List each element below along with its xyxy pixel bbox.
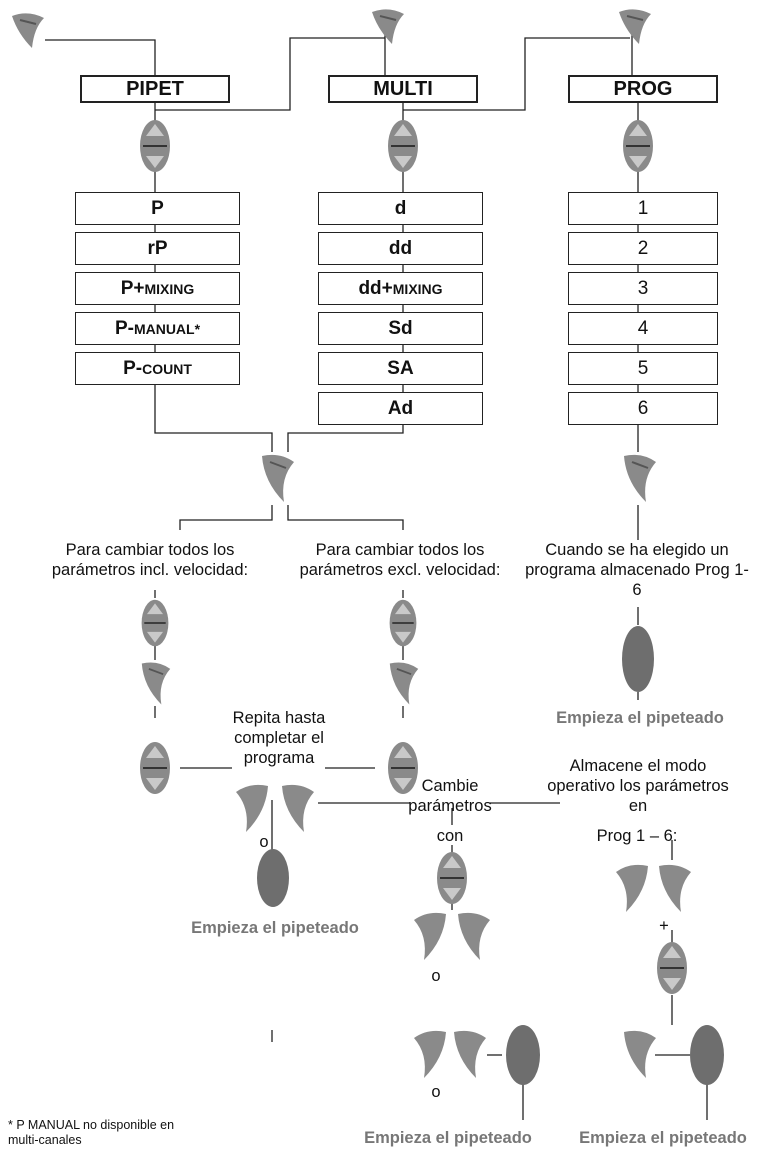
up-down-selector-icon[interactable] (138, 598, 172, 648)
select-left-wing-icon[interactable] (410, 1028, 450, 1082)
pipet-option[interactable]: rP (75, 232, 240, 265)
up-down-selector-icon[interactable] (655, 940, 689, 996)
prog-option[interactable]: 6 (568, 392, 718, 425)
multi-option[interactable]: dd (318, 232, 483, 265)
up-down-selector-icon[interactable] (386, 740, 420, 796)
enter-icon[interactable] (368, 8, 408, 48)
mode-prog: PROG (568, 75, 718, 103)
footnote: * P MANUAL no disponible en multi-canale… (8, 1118, 175, 1147)
pipet-option[interactable]: P-MANUAL* (75, 312, 240, 345)
start-button-icon[interactable] (689, 1024, 725, 1086)
enter-right-wing-icon[interactable] (454, 910, 494, 964)
mode-pipet: PIPET (80, 75, 230, 103)
stored-program-text: Cuando se ha elegido un programa almacen… (525, 541, 749, 599)
change-params-text: Cambie parámetros (408, 777, 492, 815)
enter-icon[interactable] (136, 660, 176, 708)
prog-range-text: Prog 1 – 6: (596, 827, 678, 845)
enter-icon[interactable] (615, 8, 655, 48)
enter-icon[interactable] (620, 452, 660, 506)
enter-left-wing-icon[interactable] (612, 862, 652, 916)
up-down-selector-icon[interactable] (138, 118, 172, 174)
enter-right-wing-icon[interactable] (450, 1028, 490, 1082)
start-pipetting-label: Empieza el pipeteado (191, 919, 359, 937)
change-excl-speed-text: Para cambiar todos los parámetros excl. … (299, 541, 501, 579)
up-down-selector-icon[interactable] (386, 118, 420, 174)
store-mode-text: Almacene el modo operativo los parámetro… (547, 757, 729, 815)
multi-option[interactable]: Sd (318, 312, 483, 345)
prog-option[interactable]: 4 (568, 312, 718, 345)
pipet-option[interactable]: P (75, 192, 240, 225)
or-text: o (431, 1083, 441, 1101)
enter-icon[interactable] (384, 660, 424, 708)
start-pipetting-label: Empieza el pipeteado (556, 709, 724, 727)
start-pipetting-label: Empieza el pipeteado (364, 1129, 532, 1147)
enter-left-wing-icon[interactable] (232, 782, 272, 836)
up-down-selector-icon[interactable] (621, 118, 655, 174)
plus-text: + (659, 917, 669, 935)
start-button-icon[interactable] (505, 1024, 541, 1086)
up-down-selector-icon[interactable] (386, 598, 420, 648)
enter-icon[interactable] (258, 452, 298, 506)
up-down-selector-icon[interactable] (435, 850, 469, 906)
pipet-option[interactable]: P-COUNT (75, 352, 240, 385)
pipet-option[interactable]: P+MIXING (75, 272, 240, 305)
enter-icon[interactable] (620, 1028, 660, 1082)
enter-left-wing-icon[interactable] (410, 910, 450, 964)
start-button-icon[interactable] (256, 848, 290, 916)
mode-multi: MULTI (328, 75, 478, 103)
start-button-icon[interactable] (621, 625, 655, 693)
change-incl-speed-text: Para cambiar todos los parámetros incl. … (51, 541, 249, 579)
multi-option[interactable]: d (318, 192, 483, 225)
or-text: o (259, 833, 269, 851)
enter-right-wing-icon[interactable] (655, 862, 695, 916)
with-text: con (436, 827, 464, 845)
multi-option[interactable]: Ad (318, 392, 483, 425)
up-down-selector-icon[interactable] (138, 740, 172, 796)
or-text: o (431, 967, 441, 985)
multi-option[interactable]: dd+MIXING (318, 272, 483, 305)
enter-icon[interactable] (8, 12, 48, 52)
prog-option[interactable]: 1 (568, 192, 718, 225)
prog-option[interactable]: 2 (568, 232, 718, 265)
start-pipetting-label: Empieza el pipeteado (579, 1129, 747, 1147)
prog-option[interactable]: 5 (568, 352, 718, 385)
enter-right-wing-icon[interactable] (278, 782, 318, 836)
repeat-text: Repita hasta completar el programa (232, 709, 326, 767)
prog-option[interactable]: 3 (568, 272, 718, 305)
multi-option[interactable]: SA (318, 352, 483, 385)
